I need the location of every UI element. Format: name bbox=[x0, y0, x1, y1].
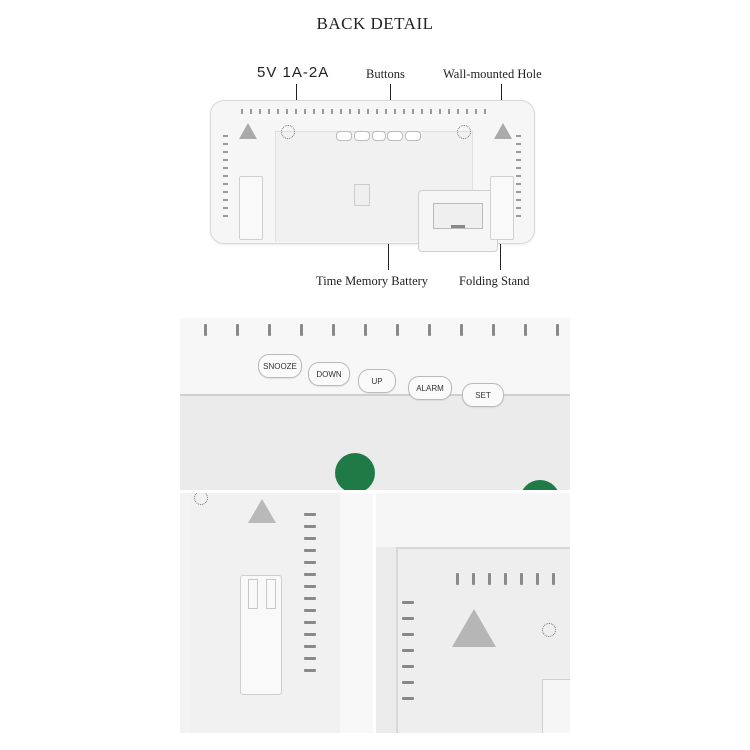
left-vent-column bbox=[223, 135, 228, 225]
power-port bbox=[354, 184, 370, 206]
mini-set-button bbox=[405, 131, 421, 141]
buttons-closeup-photo: SNOOZE DOWN UP ALARM SET bbox=[180, 318, 570, 490]
battery-cover bbox=[433, 203, 483, 229]
left-speaker-icon bbox=[281, 125, 295, 139]
wall-hole-icon-closeup bbox=[452, 609, 496, 647]
set-button: SET bbox=[462, 383, 504, 407]
green-knob-right bbox=[520, 480, 560, 490]
snooze-button: SNOOZE bbox=[258, 354, 302, 378]
right-speaker-icon bbox=[457, 125, 471, 139]
mini-down-button bbox=[354, 131, 370, 141]
mini-alarm-button bbox=[387, 131, 403, 141]
mini-up-button bbox=[372, 131, 386, 141]
battery-slot bbox=[451, 225, 465, 228]
left-wall-hole-icon bbox=[239, 123, 257, 139]
speaker-icon-closeup bbox=[542, 623, 556, 637]
stand-label: Folding Stand bbox=[459, 274, 530, 288]
back-recess bbox=[275, 131, 498, 252]
battery-label: Time Memory Battery bbox=[316, 274, 429, 288]
speaker-icon bbox=[194, 493, 208, 505]
left-folding-stand bbox=[239, 176, 263, 240]
green-knob-left bbox=[335, 453, 375, 490]
wall-hole-label: Wall-mounted Hole bbox=[443, 67, 542, 81]
top-vent-row bbox=[241, 109, 491, 115]
alarm-button: ALARM bbox=[408, 376, 452, 400]
page-title: BACK DETAIL bbox=[316, 14, 434, 33]
folding-stand-photo bbox=[180, 493, 373, 733]
power-spec-label: 5V 1A-2A bbox=[257, 64, 330, 81]
clock-back-illustration bbox=[210, 100, 535, 252]
buttons-label: Buttons bbox=[366, 67, 405, 81]
right-folding-stand bbox=[490, 176, 514, 240]
right-wall-hole-icon bbox=[494, 123, 512, 139]
battery-compartment bbox=[418, 190, 498, 252]
mini-snooze-button bbox=[336, 131, 352, 141]
wall-hole-icon bbox=[248, 499, 276, 523]
up-button: UP bbox=[358, 369, 396, 393]
wall-hole-photo bbox=[376, 493, 570, 733]
down-button: DOWN bbox=[308, 362, 350, 386]
right-vent-column bbox=[516, 135, 521, 225]
